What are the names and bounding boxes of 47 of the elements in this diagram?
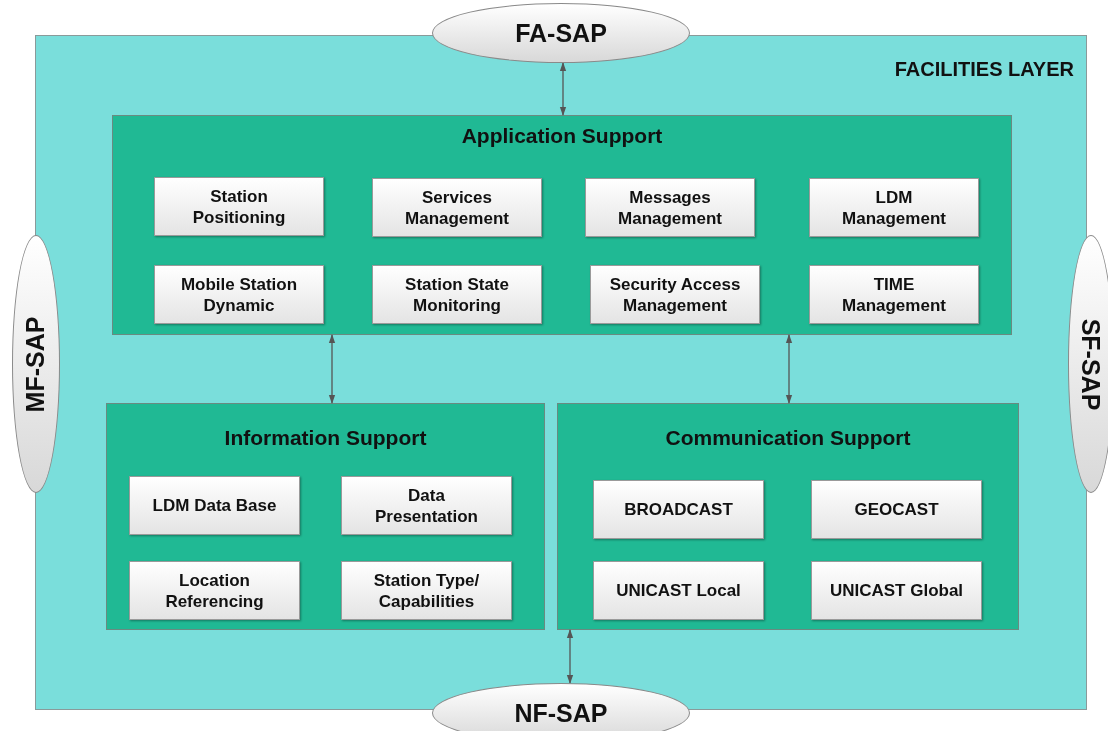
function-label: Mobile Station Dynamic <box>179 273 299 316</box>
function-box <box>811 480 982 539</box>
function-box <box>809 178 979 237</box>
function-label: LDM Management <box>841 186 947 229</box>
function-label: Services Management <box>404 186 510 229</box>
function-label: Messages Management <box>617 186 723 229</box>
function-box <box>129 476 300 535</box>
function-label: LDM Data Base <box>152 495 277 516</box>
connector-arrow <box>328 334 336 404</box>
function-box <box>593 480 764 539</box>
function-box <box>129 561 300 620</box>
function-box <box>341 561 512 620</box>
connector-arrow <box>559 62 567 116</box>
function-box <box>372 178 542 237</box>
function-label: BROADCAST <box>624 499 733 520</box>
function-box <box>811 561 982 620</box>
function-box <box>154 177 324 236</box>
access-point-label: FA-SAP <box>515 18 607 48</box>
module-title: Communication Support <box>664 426 912 450</box>
function-label: Station Type/ Capabilities <box>372 569 481 612</box>
function-box <box>154 265 324 324</box>
function-label: GEOCAST <box>854 499 939 520</box>
function-label: UNICAST Global <box>829 580 964 601</box>
function-label: TIME Management <box>841 273 947 316</box>
function-box <box>585 178 755 237</box>
function-box <box>809 265 979 324</box>
function-label: Station Positioning <box>191 185 287 228</box>
function-box <box>372 265 542 324</box>
connector-arrow <box>566 629 574 684</box>
module-panel <box>112 115 1012 335</box>
connector-arrow <box>785 334 793 404</box>
module-title: Application Support <box>460 124 664 148</box>
function-box <box>590 265 760 324</box>
access-point-label: MF-SAP <box>21 316 51 412</box>
access-point-label: NF-SAP <box>514 698 608 728</box>
layer-title: FACILITIES LAYER <box>894 58 1074 81</box>
function-label: UNICAST Local <box>616 580 741 601</box>
function-label: Security Access Management <box>609 273 741 316</box>
access-point-label: SF-SAP <box>1076 318 1106 410</box>
module-title: Information Support <box>223 426 428 450</box>
function-box <box>593 561 764 620</box>
module-panel <box>106 403 545 630</box>
function-label: Data Presentation <box>374 484 479 527</box>
function-label: Location Referencing <box>164 569 265 612</box>
function-box <box>341 476 512 535</box>
module-panel <box>557 403 1019 630</box>
function-label: Station State Monitoring <box>404 273 510 316</box>
